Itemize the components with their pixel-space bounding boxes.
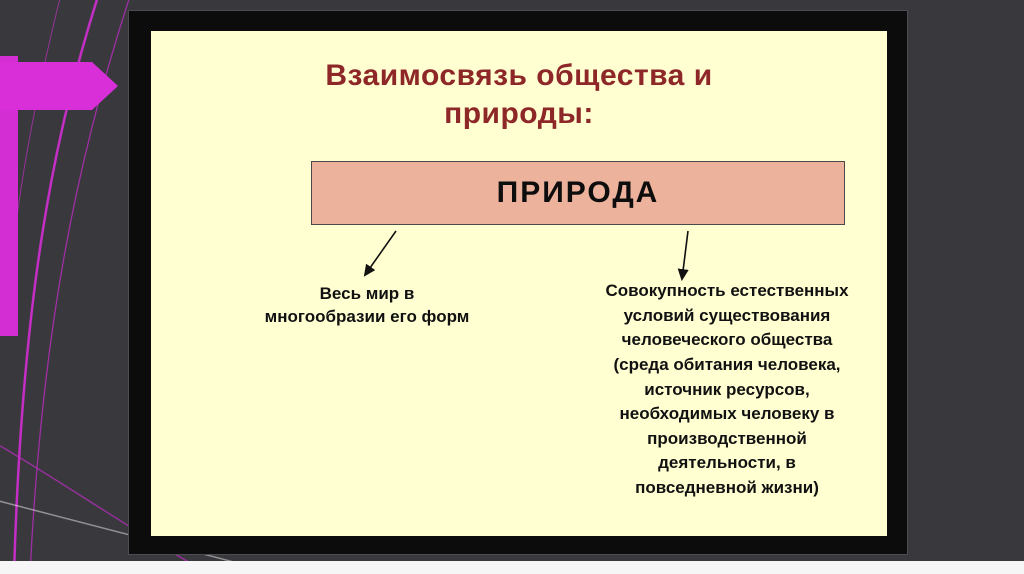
magenta-curve: [5, 0, 61, 331]
nature-box-label: ПРИРОДА: [496, 176, 660, 209]
slide-frame: Взаимосвязь общества и природы: ПРИРОДА …: [128, 10, 908, 555]
nature-box: ПРИРОДА: [311, 161, 845, 225]
right-description: Совокупность естественных условий сущест…: [605, 281, 849, 498]
bottom-white-strip: [0, 561, 1024, 574]
slide-canvas: Взаимосвязь общества и природы: ПРИРОДА …: [151, 31, 887, 536]
magenta-bar: [0, 56, 18, 336]
left-arrow: [363, 230, 397, 277]
left-description: Весь мир в многообразии его форм: [264, 284, 470, 326]
slide-title: Взаимосвязь общества и природы:: [325, 59, 713, 130]
magenta-curve: [12, 0, 99, 574]
magenta-arrow-shape: [0, 62, 118, 110]
magenta-curve: [29, 0, 130, 574]
right-arrow: [677, 230, 689, 282]
